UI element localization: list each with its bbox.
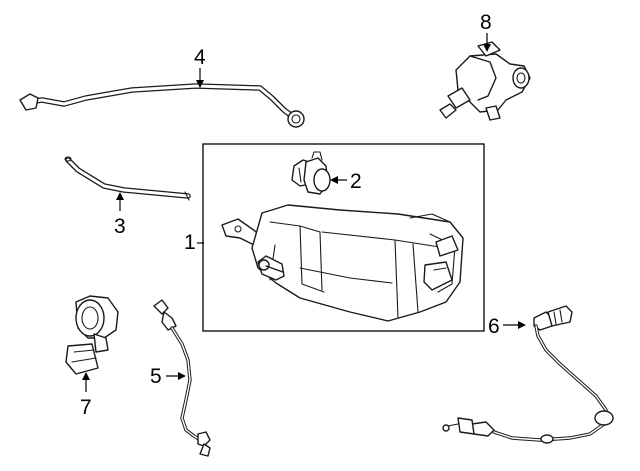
part-7-knock-sensor-group[interactable]: 7 [65, 295, 119, 419]
callout-7-group: 7 [80, 372, 92, 419]
callout-3: 3 [114, 215, 126, 238]
callout-1: 1 [184, 231, 196, 254]
part-6-sensor-group[interactable]: 6 [442, 305, 614, 444]
callout-3-group: 3 [114, 192, 126, 238]
callout-1-group: 1 [184, 231, 204, 254]
canister-frame [202, 143, 485, 332]
callout-5-group: 5 [150, 365, 186, 388]
callout-6: 6 [488, 315, 500, 338]
callout-2-group: 2 [330, 170, 362, 193]
vapor-hose-short [64, 156, 191, 201]
oxygen-sensor-left [153, 299, 211, 457]
callout-6-group: 6 [488, 315, 526, 338]
part-1-canister-group[interactable]: 1 [184, 143, 485, 332]
leak-detection-pump [439, 41, 531, 121]
knock-sensor [65, 295, 119, 375]
callout-4-group: 4 [194, 46, 206, 88]
callout-7: 7 [80, 396, 92, 419]
vapor-tube-long [19, 83, 305, 128]
part-8-pump-group[interactable]: 8 [439, 11, 531, 121]
part-4-tube-group[interactable]: 4 [19, 46, 305, 128]
callout-5: 5 [150, 365, 162, 388]
callout-8-group: 8 [480, 11, 492, 52]
purge-valve [291, 151, 331, 195]
callout-4: 4 [194, 46, 206, 69]
charcoal-canister [221, 204, 464, 322]
part-3-hose-group[interactable]: 3 [64, 156, 191, 238]
part-5-sensor-group[interactable]: 5 [150, 299, 211, 457]
callout-8: 8 [480, 11, 492, 34]
callout-2: 2 [350, 170, 362, 193]
part-2-purge-valve-group[interactable]: 2 [291, 151, 362, 195]
oxygen-sensor-right [442, 305, 614, 444]
